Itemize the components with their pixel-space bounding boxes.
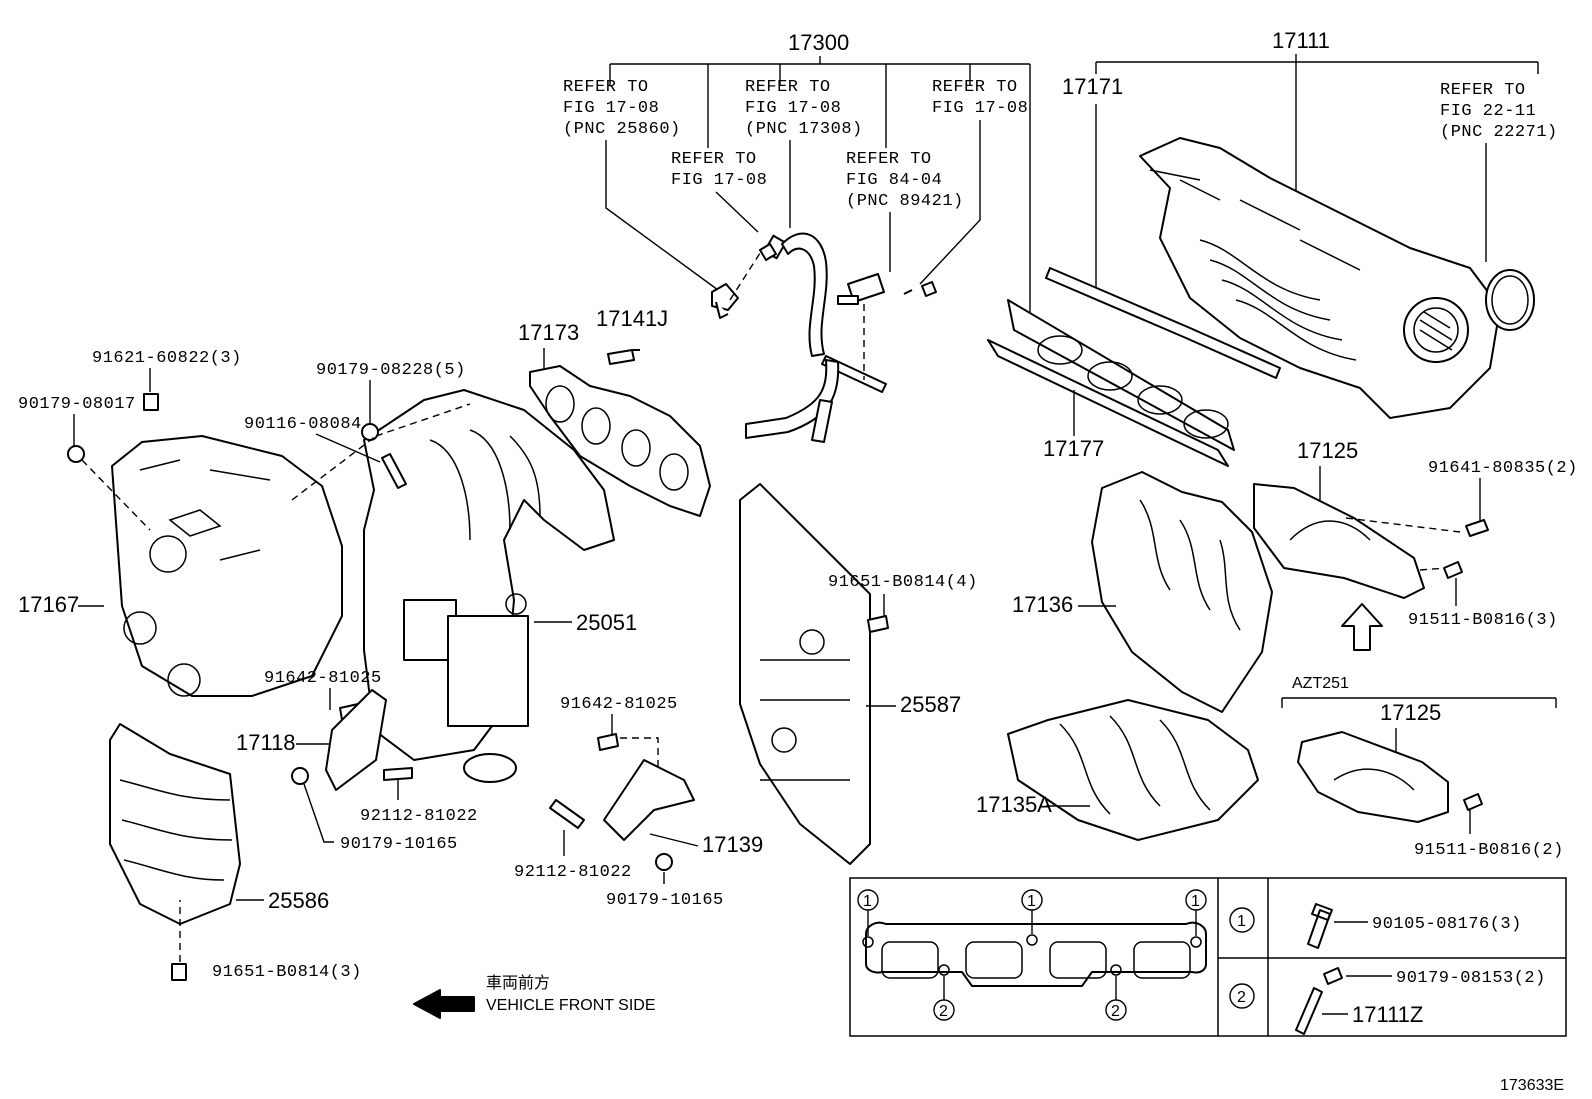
part-91511-B0816-3: 91511-B0816(3): [1408, 611, 1558, 630]
front-label-en: VEHICLE FRONT SIDE: [486, 997, 656, 1014]
svg-text:1: 1: [1191, 893, 1200, 910]
callout-17125-lower: 17125: [1380, 700, 1441, 725]
heat-insulator-17167: [111, 435, 343, 697]
callout-17135A: 17135A: [976, 792, 1052, 817]
svg-text:2: 2: [1237, 989, 1246, 1006]
part-91621-60822: 91621-60822(3): [92, 349, 242, 368]
bolt-icon: [867, 615, 889, 633]
part-90179-10165-right: 90179-10165: [606, 891, 724, 910]
part-90179-08153: 90179-08153(2): [1396, 969, 1546, 988]
svg-text:2: 2: [939, 1003, 948, 1020]
callout-17111Z: 17111Z: [1352, 1002, 1423, 1027]
callout-17177: 17177: [1043, 436, 1104, 461]
heat-insulator-17135A: [1007, 699, 1259, 841]
callout-25587: 25587: [900, 692, 961, 717]
callout-17300: 17300: [788, 30, 849, 55]
part-90105-08176: 90105-08176(3): [1372, 915, 1522, 934]
intake-manifold: [1139, 137, 1535, 419]
bolt-icon: [143, 393, 159, 411]
callout-17111: 17111: [1272, 28, 1330, 53]
stud-icon: [383, 767, 413, 781]
callout-17141J: 17141J: [596, 306, 668, 331]
bracket-17300: 17300: [609, 30, 1031, 320]
part-90179-10165-left: 90179-10165: [340, 835, 458, 854]
part-91651-B0814-3: 91651-B0814(3): [212, 963, 362, 982]
front-label-jp: 車両前方: [486, 974, 550, 992]
figure-id: 173633E: [1500, 1077, 1564, 1094]
svg-text:1: 1: [1237, 913, 1246, 930]
bolt-icon: [1465, 519, 1489, 537]
part-91651-B0814-4: 91651-B0814(4): [828, 573, 978, 592]
exhaust-gasket-17173: [529, 365, 711, 517]
nut-icon: [655, 853, 673, 871]
stud-icon: [607, 349, 640, 365]
legend-key-2: [1229, 983, 1255, 1009]
callout-17136: 17136: [1012, 592, 1073, 617]
callout-25586: 25586: [268, 888, 329, 913]
variant-label: AZT251: [1292, 675, 1349, 692]
callout-25051: 25051: [576, 610, 637, 635]
part-92112-81022-left: 92112-81022: [360, 807, 478, 826]
manifold-gaskets: [987, 267, 1281, 467]
air-pipe-assembly: [711, 232, 937, 443]
bolt-icon: [1463, 793, 1483, 811]
front-arrow-icon: [413, 989, 475, 1019]
heat-insulator-17136: [1091, 471, 1273, 713]
stud-icon: [381, 453, 407, 489]
callout-17167: 17167: [18, 592, 79, 617]
bracket-17139: [603, 759, 695, 841]
nut-icon: [361, 423, 379, 441]
variant-azt251: AZT251 17125 91511-B0816(2): [1281, 675, 1564, 860]
legend-key-1: [1229, 907, 1255, 933]
svg-text:1: 1: [1027, 893, 1036, 910]
legend-box: 1 1 1 2 2 1 2 90105-08176(3) 90179-08153…: [849, 877, 1567, 1037]
part-90179-08017: 90179-08017: [18, 395, 136, 414]
nut-icon: [67, 445, 85, 463]
exhaust-manifold-25051: [363, 389, 615, 783]
heat-insulator-25587: [739, 483, 871, 865]
bracket-17111: 17111: [1095, 28, 1539, 200]
stud-icon: [1295, 987, 1323, 1035]
part-91641-80835: 91641-80835(2): [1428, 459, 1578, 478]
heat-insulator-25586: [109, 723, 241, 925]
bracket-17118: [325, 689, 387, 791]
nut-icon: [1323, 967, 1343, 985]
stud-icon: [549, 799, 585, 829]
callout-17139: 17139: [702, 832, 763, 857]
nut-icon: [291, 767, 309, 785]
bolt-icon: [1443, 561, 1463, 579]
callout-17125-upper: 17125: [1297, 438, 1358, 463]
bolt-icon: [1307, 903, 1333, 949]
part-91642-81025-right: 91642-81025: [560, 695, 678, 714]
direction-arrow-icon: [1341, 603, 1383, 651]
part-91642-81025-left: 91642-81025: [264, 669, 382, 688]
vehicle-front-indicator: 車両前方 VEHICLE FRONT SIDE: [413, 974, 656, 1019]
bolt-icon: [171, 963, 187, 981]
svg-text:1: 1: [863, 893, 872, 910]
heat-insulator-17125-upper: [1253, 483, 1425, 599]
callout-17118: 17118: [236, 730, 296, 755]
part-92112-81022-right: 92112-81022: [514, 863, 632, 882]
part-90116-08084: 90116-08084: [244, 415, 362, 434]
part-91511-B0816-2: 91511-B0816(2): [1414, 841, 1564, 860]
callout-17173: 17173: [518, 320, 579, 345]
bolt-icon: [597, 733, 619, 751]
part-90179-08228: 90179-08228(5): [316, 361, 466, 380]
callout-17171: 17171: [1062, 74, 1123, 99]
svg-text:2: 2: [1111, 1003, 1120, 1020]
